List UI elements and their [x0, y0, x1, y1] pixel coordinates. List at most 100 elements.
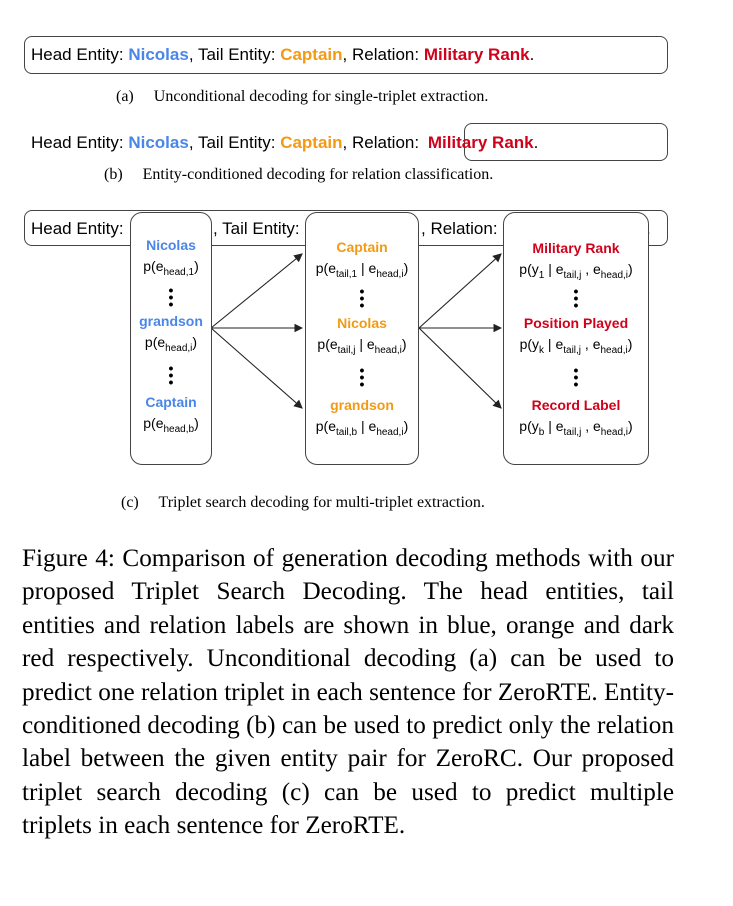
ellipsis-icon: ••• — [573, 362, 579, 392]
caption-a: (a) Unconditional decoding for single-tr… — [116, 88, 488, 106]
tail-candidate-1: Captain — [336, 239, 388, 255]
prob-sub: 1 — [538, 269, 545, 281]
period: . — [533, 133, 539, 152]
prob-text: p(y — [519, 418, 539, 434]
prob-text: ) — [192, 334, 198, 350]
tail-label: , Tail Entity: — [188, 133, 276, 152]
relation-value: Military Rank — [423, 45, 530, 64]
row-c-tail-label: , Tail Entity: — [213, 219, 300, 238]
prob-text: | e — [357, 260, 377, 276]
prob-text: ) — [403, 260, 409, 276]
prob-text: ) — [628, 418, 633, 434]
relation-candidate-1: Military Rank — [532, 240, 620, 256]
head-prob-i: p(ehead,i) — [131, 334, 211, 354]
prob-text: ) — [401, 336, 407, 352]
prob-text: ) — [403, 418, 409, 434]
prob-sub: head,1 — [163, 266, 195, 278]
head-label: Head Entity: — [31, 45, 124, 64]
relation-candidate-b: Record Label — [531, 397, 621, 413]
row-c-relation-label: , Relation: — [421, 219, 498, 238]
relation-column: Military Rank p(y1 | etail,j , ehead,i) … — [503, 212, 649, 465]
row-c-head-label: Head Entity: — [31, 219, 124, 238]
relation-prob-k: p(yk | etail,j , ehead,i) — [504, 336, 648, 356]
tail-label: , Tail Entity: — [188, 45, 276, 64]
prob-sub: tail,j — [337, 344, 356, 356]
caption-b-tag: (b) — [104, 166, 123, 183]
prob-text: | e — [355, 336, 375, 352]
arrow-head-to-tail-1 — [210, 253, 303, 329]
row-b-text: Head Entity: Nicolas, Tail Entity: Capta… — [31, 133, 538, 153]
caption-b: (b) Entity-conditioned decoding for rela… — [104, 166, 493, 184]
head-entity-column: Nicolas p(ehead,1) ••• grandson p(ehead,… — [130, 212, 212, 465]
prob-text: | e — [544, 261, 564, 277]
arrow-head-to-tail-b — [210, 327, 303, 409]
row-b-relation-box — [464, 123, 668, 161]
prob-sub: tail,j — [563, 344, 582, 356]
prob-sub: head,i — [165, 342, 193, 354]
prob-text: p(y — [519, 261, 539, 277]
figure-caption: Figure 4: Comparison of generation decod… — [22, 545, 674, 840]
prob-text: , e — [581, 336, 601, 352]
tail-prob-1: p(etail,1 | ehead,i) — [306, 260, 418, 280]
tail-prob-b: p(etail,b | ehead,i) — [306, 418, 418, 438]
tail-candidate-b: grandson — [330, 397, 394, 413]
prob-sub: b — [538, 426, 545, 438]
tail-candidate-j: Nicolas — [337, 315, 387, 331]
ellipsis-icon: ••• — [359, 283, 365, 313]
caption-c-text: Triplet search decoding for multi-triple… — [158, 494, 485, 511]
prob-sub: head,i — [374, 344, 402, 356]
head-candidate-i: grandson — [139, 313, 203, 329]
caption-a-tag: (a) — [116, 88, 134, 105]
prob-sub: tail,j — [563, 426, 582, 438]
tail-prob-j: p(etail,j | ehead,i) — [306, 336, 418, 356]
head-candidate-b: Captain — [145, 394, 197, 410]
prob-sub: tail,j — [563, 269, 582, 281]
prob-text: p(y — [519, 336, 540, 352]
tail-entity-column: Captain p(etail,1 | ehead,i) ••• Nicolas… — [305, 212, 419, 465]
arrow-tail-to-rel-1 — [418, 253, 502, 329]
prob-sub: head,i — [600, 344, 628, 356]
prob-sub: head,i — [600, 269, 629, 281]
prob-text: p(e — [143, 415, 164, 431]
prob-text: , e — [581, 418, 601, 434]
relation-value: Military Rank — [427, 133, 534, 152]
head-candidate-1: Nicolas — [146, 237, 196, 253]
prob-sub: head,i — [600, 426, 629, 438]
prob-text: p(e — [315, 260, 336, 276]
head-label: Head Entity: — [31, 133, 124, 152]
prob-text: ) — [194, 415, 199, 431]
prob-sub: head,b — [163, 423, 195, 435]
prob-text: , e — [581, 261, 601, 277]
arrow-tail-to-rel-b — [418, 327, 502, 409]
row-a-text: Head Entity: Nicolas, Tail Entity: Capta… — [31, 45, 534, 65]
relation-prob-b: p(yb | etail,j , ehead,i) — [504, 418, 648, 438]
head-entity: Nicolas — [128, 45, 189, 64]
row-a-box — [24, 36, 668, 74]
caption-a-text: Unconditional decoding for single-triple… — [153, 88, 489, 105]
prob-text: ) — [628, 261, 633, 277]
caption-c-tag: (c) — [121, 494, 139, 511]
tail-entity: Captain — [280, 133, 343, 152]
prob-text: p(e — [317, 336, 338, 352]
prob-text: p(e — [315, 418, 336, 434]
prob-text: ) — [627, 336, 633, 352]
tail-entity: Captain — [280, 45, 343, 64]
prob-sub: tail,1 — [335, 268, 358, 280]
head-prob-1: p(ehead,1) — [131, 258, 211, 278]
ellipsis-icon: ••• — [168, 282, 174, 312]
prob-sub: tail,b — [335, 426, 358, 438]
prob-text: p(e — [143, 258, 164, 274]
relation-prob-1: p(y1 | etail,j , ehead,i) — [504, 261, 648, 281]
head-prob-b: p(ehead,b) — [131, 415, 211, 435]
period: . — [529, 45, 535, 64]
prob-sub: head,i — [376, 426, 404, 438]
ellipsis-icon: ••• — [359, 362, 365, 392]
relation-label: , Relation: — [342, 45, 420, 64]
caption-b-text: Entity-conditioned decoding for relation… — [142, 166, 494, 183]
prob-text: p(e — [144, 334, 166, 350]
head-entity: Nicolas — [128, 133, 189, 152]
ellipsis-icon: ••• — [168, 360, 174, 390]
prob-sub: head,i — [376, 268, 404, 280]
prob-text: | e — [357, 418, 377, 434]
ellipsis-icon: ••• — [573, 283, 579, 313]
